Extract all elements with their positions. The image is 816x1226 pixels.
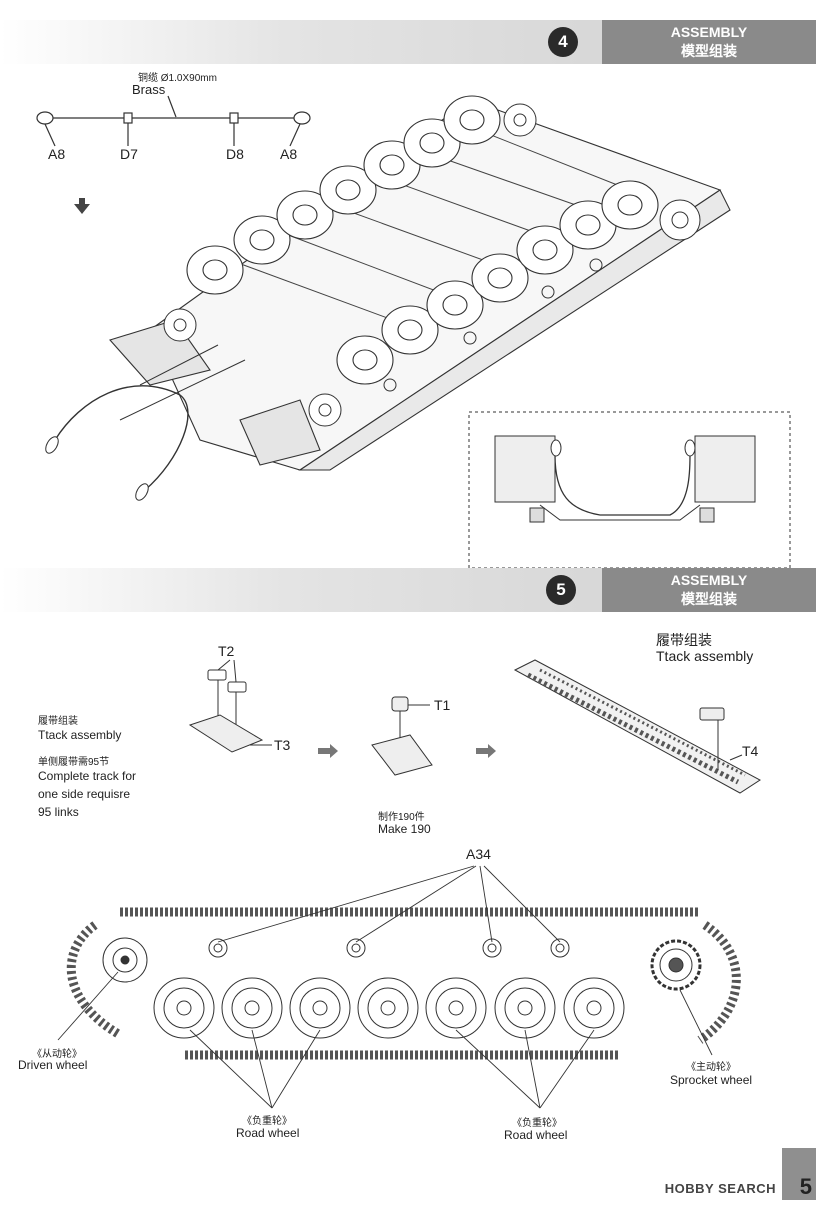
sprocket-wheel bbox=[650, 939, 702, 991]
watermark: HOBBY SEARCH bbox=[664, 1181, 776, 1196]
road-wheel-cn-left: 《负重轮》 bbox=[242, 1116, 292, 1127]
track-note-cn1: 履带组装 bbox=[38, 716, 78, 727]
part-label-d8: D8 bbox=[226, 146, 244, 162]
road-wheel-en-left: Road wheel bbox=[236, 1126, 300, 1140]
part-label-t3: T3 bbox=[274, 737, 291, 753]
track-note-en1: Ttack assembly bbox=[38, 728, 122, 742]
down-arrow-icon bbox=[74, 198, 90, 214]
make-count-cn: 制作190件 bbox=[378, 812, 425, 823]
track-note-cn2: 单侧履带需95节 bbox=[38, 757, 110, 768]
road-wheel-en-right: Road wheel bbox=[504, 1128, 568, 1142]
page-number: 5 bbox=[782, 1148, 816, 1200]
step-title-en: ASSEMBLY bbox=[670, 572, 748, 588]
step4-illustration bbox=[36, 95, 791, 569]
track-assembly-strip bbox=[513, 659, 761, 794]
road-wheels-upper bbox=[186, 95, 501, 295]
part-label-t1: T1 bbox=[434, 697, 451, 713]
track-assembly-cn: 履带组装 bbox=[656, 632, 712, 648]
driven-wheel-en: Driven wheel bbox=[18, 1058, 88, 1072]
track-note-en2a: Complete track for bbox=[38, 769, 137, 783]
step-title-en: ASSEMBLY bbox=[670, 24, 748, 40]
cable-material: Brass bbox=[132, 82, 166, 97]
part-label-t4: T4 bbox=[742, 743, 759, 759]
part-label-a34: A34 bbox=[466, 846, 491, 862]
step-title-cn: 模型组装 bbox=[681, 43, 737, 59]
tow-cable bbox=[54, 385, 189, 491]
track-assembly-en: Ttack assembly bbox=[656, 648, 754, 664]
step4-header: 4 ASSEMBLY 模型组装 bbox=[0, 20, 816, 64]
step-title: ASSEMBLY 模型组装 bbox=[602, 568, 816, 612]
make-count-en: Make 190 bbox=[378, 822, 431, 836]
step-number-badge: 5 bbox=[546, 575, 576, 605]
track-note-en2c: 95 links bbox=[38, 805, 79, 819]
idler-wheel bbox=[102, 937, 148, 983]
part-label-a8-right: A8 bbox=[280, 146, 298, 162]
inset-detail-drawing bbox=[494, 435, 756, 523]
sprocket-wheel-en: Sprocket wheel bbox=[670, 1073, 753, 1087]
callout-lines bbox=[57, 865, 713, 1109]
t2-leader-lines bbox=[217, 659, 237, 725]
step5-header: 5 ASSEMBLY 模型组装 bbox=[0, 568, 816, 612]
part-label-t2: T2 bbox=[218, 643, 235, 659]
track-link-t4 bbox=[699, 707, 743, 770]
track-link-t3 bbox=[188, 714, 272, 753]
cable-eyes bbox=[45, 436, 149, 501]
road-wheel-cn-right: 《负重轮》 bbox=[512, 1118, 562, 1129]
return-rollers bbox=[383, 258, 603, 392]
step5-illustration bbox=[57, 659, 761, 1109]
sprockets bbox=[163, 103, 701, 427]
track-note-en2b: one side requisre bbox=[38, 787, 131, 801]
driven-wheel-cn: 《从动轮》 bbox=[32, 1049, 82, 1060]
cable-lines bbox=[119, 344, 246, 421]
step-title-cn: 模型组装 bbox=[681, 591, 737, 607]
part-label-a8-left: A8 bbox=[48, 146, 66, 162]
sprocket-wheel-cn: 《主动轮》 bbox=[686, 1062, 736, 1073]
step-number-badge: 4 bbox=[548, 27, 578, 57]
road-wheel-row bbox=[153, 977, 625, 1039]
track-run bbox=[66, 907, 741, 1060]
process-arrow-icons bbox=[318, 744, 496, 758]
cable-spec: 铜缆 Ø1.0X90mm bbox=[138, 73, 217, 84]
track-pad-parts bbox=[207, 669, 247, 693]
road-wheels-lower bbox=[336, 180, 659, 385]
part-label-d7: D7 bbox=[120, 146, 138, 162]
step-title: ASSEMBLY 模型组装 bbox=[602, 20, 816, 64]
brass-cable bbox=[36, 95, 311, 147]
track-link-t1 bbox=[371, 696, 433, 776]
return-roller-wheels bbox=[208, 938, 570, 958]
track-link-rows bbox=[526, 668, 746, 785]
